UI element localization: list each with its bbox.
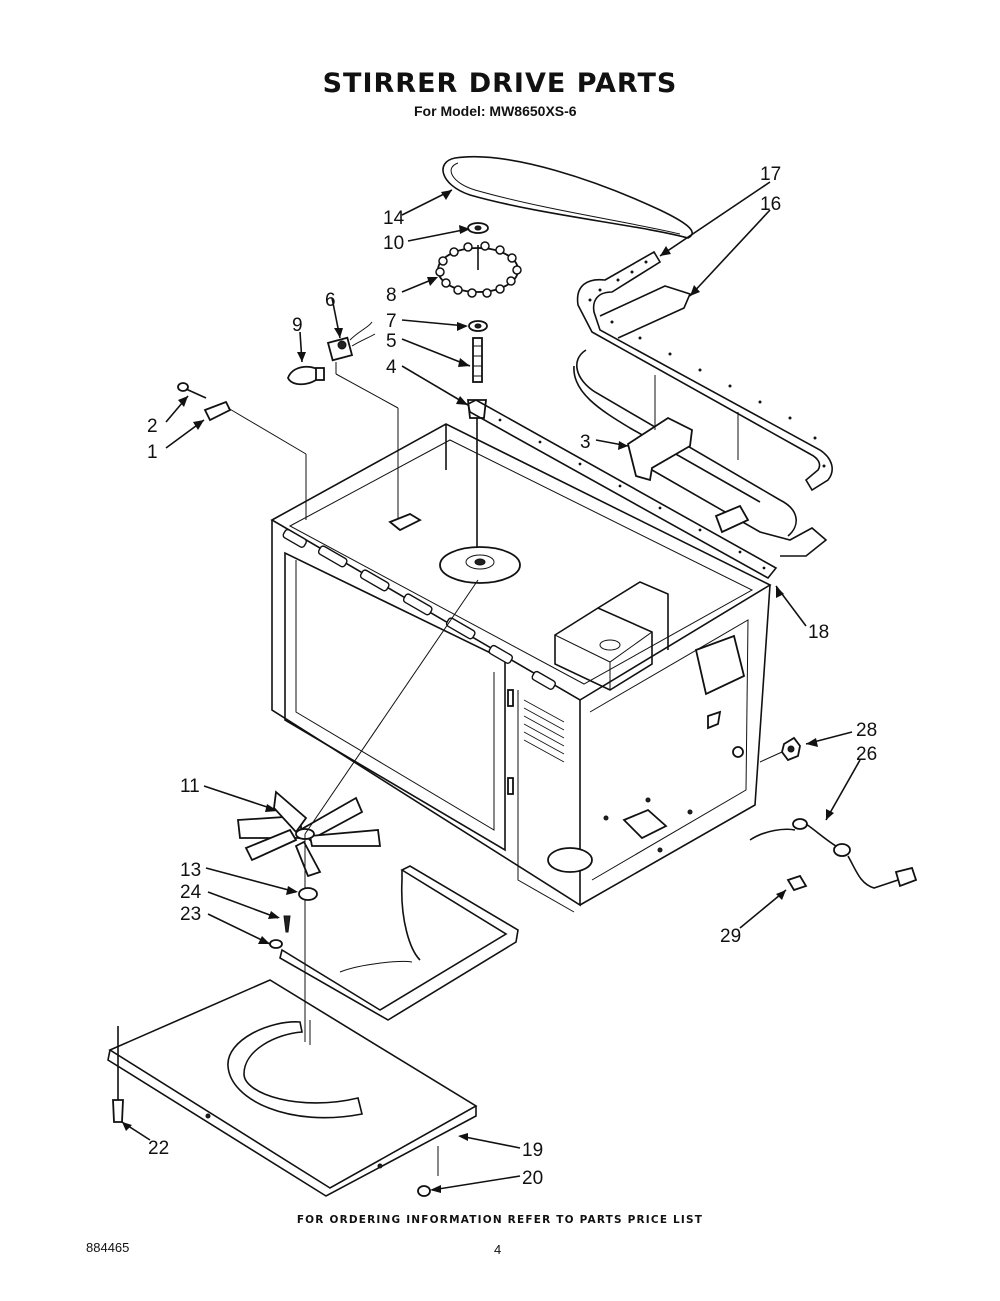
callout-10: 10: [383, 233, 404, 254]
callout-24: 24: [180, 882, 202, 903]
callout-11: 11: [180, 776, 200, 797]
stirrer-shaft: [472, 337, 483, 383]
callout-26: 26: [856, 744, 877, 765]
air-duct-assembly: [573, 250, 833, 557]
callout-7: 7: [386, 311, 397, 332]
model-subtitle: For Model: MW8650XS-6: [414, 103, 577, 119]
callout-labels: 14 10 8 7 5 4 6 9 2 1 17 16 3 18 28 26 2…: [147, 164, 877, 1189]
cord-clamp: [786, 874, 808, 892]
callout-29: 29: [720, 926, 741, 947]
bottom-screw: [417, 1185, 431, 1197]
screw-part: [177, 382, 207, 399]
callout-18: 18: [808, 622, 829, 643]
bottom-plate: [107, 979, 478, 1197]
callout-19: 19: [522, 1140, 543, 1161]
ordering-info-note: FOR ORDERING INFORMATION REFER TO PARTS …: [296, 1214, 704, 1226]
callout-17: 17: [760, 164, 781, 185]
lamp-bulb: [287, 365, 325, 386]
callout-23: 23: [180, 904, 201, 925]
callout-2: 2: [147, 416, 158, 437]
mounting-bracket: [203, 400, 307, 520]
callout-6: 6: [325, 290, 336, 311]
callout-9: 9: [292, 315, 303, 336]
plate-screw: [112, 1026, 124, 1123]
cord-nut: [759, 736, 801, 763]
document-number: 884465: [86, 1240, 130, 1255]
leader-lines: [121, 181, 861, 1191]
callout-5: 5: [386, 331, 397, 352]
stirrer-fan-blade: [237, 579, 479, 1042]
page-title: STIRRER DRIVE PARTS: [322, 68, 678, 99]
lamp-socket: [326, 321, 399, 520]
callout-13: 13: [180, 860, 201, 881]
spacer-washer: [468, 320, 488, 332]
callout-16: 16: [760, 194, 781, 215]
page-number: 4: [494, 1242, 502, 1257]
callout-3: 3: [580, 432, 591, 453]
door-seal-strip: [467, 399, 778, 580]
fan-screw: [269, 939, 283, 949]
callout-4: 4: [386, 357, 397, 378]
fan-washer: [283, 915, 291, 933]
callout-1: 1: [147, 442, 158, 463]
cabinet-frame: [270, 423, 772, 913]
fan-nut: [298, 887, 318, 901]
callout-14: 14: [383, 208, 405, 229]
pulley-gear: [435, 241, 522, 298]
leader-arrowheads: [122, 190, 834, 1193]
callout-22: 22: [148, 1138, 169, 1159]
duct-cover: [279, 865, 519, 1021]
washer-part: [467, 222, 489, 234]
power-cord: [749, 818, 918, 889]
callout-20: 20: [522, 1168, 543, 1189]
callout-28: 28: [856, 720, 877, 741]
vent-grille: [523, 699, 565, 763]
callout-8: 8: [386, 285, 397, 306]
